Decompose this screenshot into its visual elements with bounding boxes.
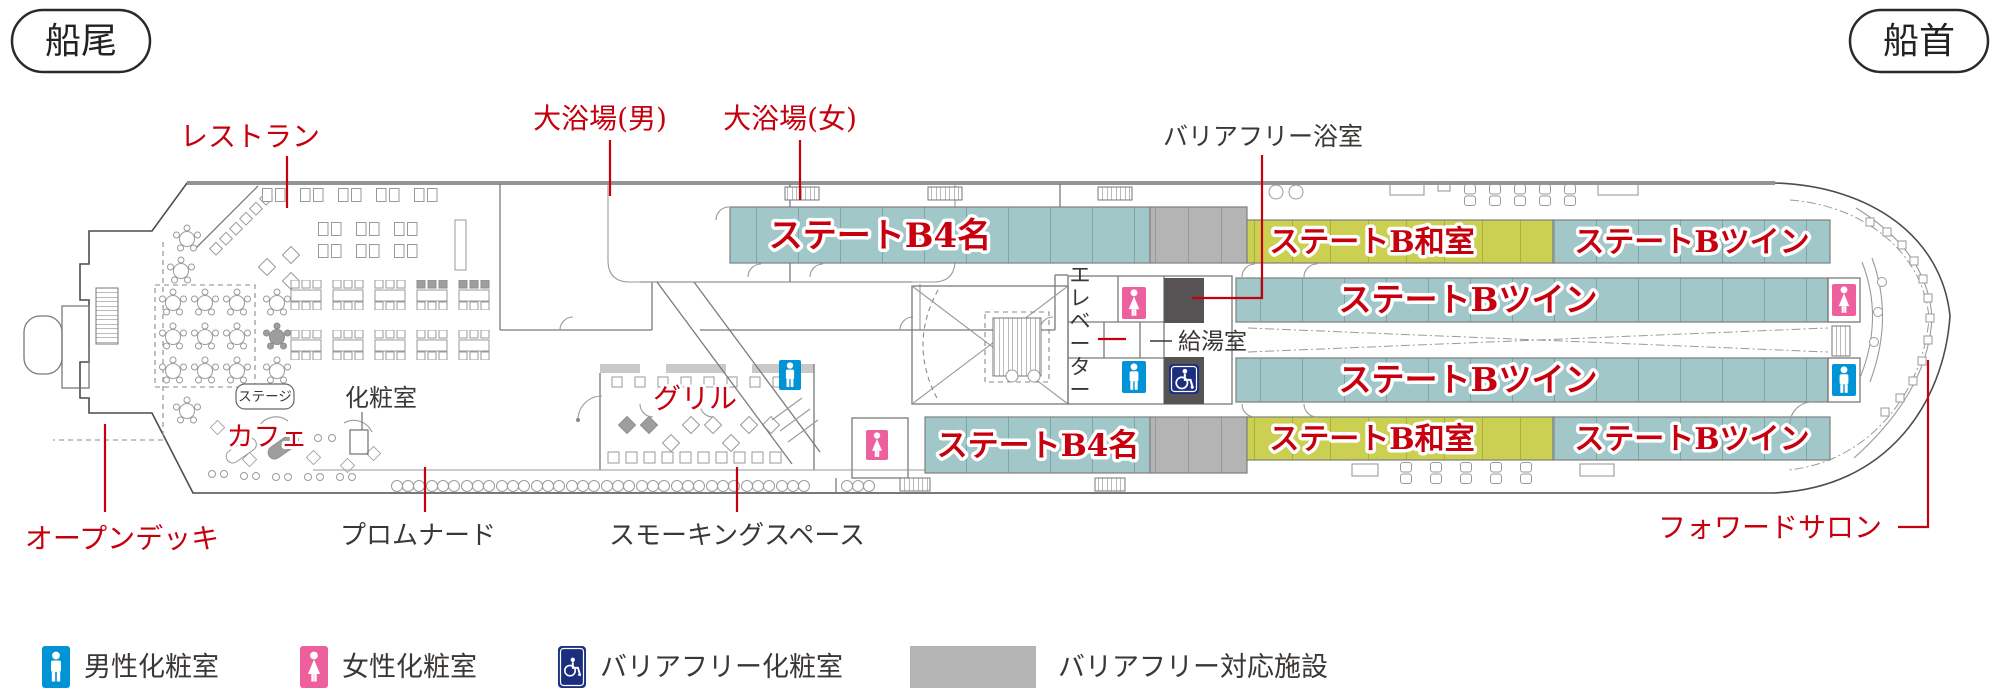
open-deck-label: オープンデッキ — [25, 522, 219, 555]
bath-men-label: 大浴場(男) — [533, 102, 667, 135]
bow-label: 船首 — [1883, 21, 1955, 62]
grill-chairs-bottom — [607, 451, 782, 464]
barrier-free-bath-label: バリアフリー浴室 — [1163, 122, 1363, 151]
cabin-label: ステートBツイン — [1339, 360, 1598, 399]
stern-label: 船尾 — [45, 21, 117, 62]
barrier-free-restroom-icon — [1169, 364, 1199, 394]
deck-tables-bottom — [1005, 369, 1615, 484]
cabin-state-b4-top: ステートB4名 — [729, 206, 1151, 264]
deck-tables-top — [1389, 182, 1639, 206]
stage-label: ステージ — [238, 389, 292, 405]
cabin-state-b-washitsu-top: ステートB和室 — [1246, 219, 1554, 264]
facility-gray-bottom — [1149, 416, 1248, 474]
cabin-state-b4-bottom: ステートB4名 — [924, 416, 1151, 474]
forward-salon-area — [1789, 207, 1935, 459]
restaurant-area: ステージ — [154, 185, 490, 481]
stair-hatch — [992, 317, 1042, 377]
grill-area — [576, 364, 815, 470]
stern-ramp-pod — [23, 315, 63, 375]
cabin-label: ステートBツイン — [1574, 422, 1809, 457]
powder-room-label: 化粧室 — [345, 384, 417, 412]
stage-box: ステージ — [235, 383, 295, 410]
vent-hatch-1 — [784, 186, 820, 201]
legend-label: バリアフリー対応施設 — [1058, 652, 1328, 683]
legend-label: 女性化粧室 — [342, 652, 477, 683]
cabin-rows: ステートB4名 ステートB和室 ステートBツイン ステートBツイン ステートBツ… — [639, 182, 1861, 484]
cabin-label: ステートB4名 — [769, 216, 991, 256]
salon-counter-inner — [1859, 261, 1874, 379]
mens-restroom-icon — [1832, 364, 1856, 396]
door-arcs — [639, 206, 1318, 418]
restaurant-diagonal-wall — [195, 185, 259, 249]
womens-restroom-icon — [1122, 287, 1146, 319]
salon-counter — [1869, 257, 1884, 383]
cabin-state-b-twin-top: ステートBツイン — [1552, 219, 1831, 264]
cabin-label: ステートBツイン — [1574, 225, 1809, 260]
barrier-free-facility-swatch — [910, 646, 1036, 688]
deck-hatch-2 — [1094, 477, 1126, 492]
deck-hatch-1 — [899, 477, 931, 492]
legend-label: バリアフリー化粧室 — [600, 652, 843, 683]
grill-chairs-top — [611, 376, 784, 388]
cabin-state-b-washitsu-bottom: ステートB和室 — [1246, 416, 1554, 461]
legend-item-barrier-free-restroom: バリアフリー化粧室 — [558, 646, 843, 688]
cabin-state-b-twin-bottom: ステートBツイン — [1552, 416, 1831, 461]
legend-item-mens: 男性化粧室 — [42, 646, 219, 688]
smoking-space-label: スモーキングスペース — [609, 521, 865, 551]
cabin-label: ステートB和室 — [1269, 225, 1474, 260]
legend-label: 男性化粧室 — [84, 652, 219, 683]
grill-label: グリル — [653, 382, 737, 415]
salon-chairs — [1865, 217, 1935, 417]
restaurant-round-tables — [154, 224, 291, 424]
womens-restroom-icon — [866, 430, 888, 460]
forward-salon-label: フォワードサロン — [1658, 511, 1882, 544]
corridor-hatch — [1831, 325, 1851, 357]
womens-restroom-icon — [1832, 284, 1856, 316]
legend-item-barrier-free-facility: バリアフリー対応施設 — [910, 646, 1328, 688]
powder-room-area — [349, 412, 369, 455]
bow-inner-curve — [1787, 199, 1930, 471]
smoking-stair-area — [656, 281, 909, 479]
bath-tub-outline — [607, 184, 956, 283]
cabin-state-b-twin-mid-upper: ステートBツイン — [1235, 277, 1829, 323]
stern-ramp-base — [61, 305, 90, 389]
elevator-block: エレベーター — [911, 263, 1233, 405]
elevator-lobby — [1067, 275, 1233, 405]
vent-hatch-3 — [1097, 186, 1133, 201]
restaurant-long-tables — [262, 188, 467, 271]
elevator-label: エレベーター — [1070, 263, 1091, 402]
cabin-state-b-twin-mid-lower: ステートBツイン — [1235, 357, 1829, 403]
stern-badge: 船尾 — [10, 8, 152, 74]
bow-badge: 船首 — [1848, 8, 1990, 74]
promenade-windows — [391, 478, 875, 494]
hot-water-room-label: 給湯室 — [1178, 329, 1247, 355]
facility-gray-top — [1149, 206, 1248, 264]
cabin-label: ステートB和室 — [1269, 422, 1474, 457]
cafe-furniture — [208, 416, 381, 481]
cafe-label: カフェ — [227, 422, 308, 453]
legend: 男性化粧室 女性化粧室 バリアフリー化粧室 バリアフリー対応施設 — [42, 646, 1328, 688]
labels: 船尾 船首 レストラン 大浴場(男) 大浴場(女) バリアフリー浴室 化粧室 カ… — [10, 8, 1990, 555]
restaurant-label: レストラン — [180, 120, 320, 153]
galley-corridor: 給湯室 — [1150, 325, 1851, 357]
cabin-label: ステートBツイン — [1339, 280, 1598, 319]
promenade-label: プロムナード — [340, 521, 496, 551]
cabin-label: ステートB4名 — [937, 428, 1140, 464]
mens-restroom-icon — [779, 360, 801, 390]
open-deck-boundary — [53, 242, 164, 441]
legend-item-womens: 女性化粧室 — [300, 646, 477, 688]
bath-women-label: 大浴場(女) — [723, 102, 857, 135]
vent-hatch-2 — [927, 186, 963, 201]
small-room — [851, 417, 909, 479]
stern-stairs — [95, 287, 119, 345]
mens-restroom-icon — [1122, 361, 1146, 393]
barrier-free-bath-room — [1164, 278, 1204, 323]
